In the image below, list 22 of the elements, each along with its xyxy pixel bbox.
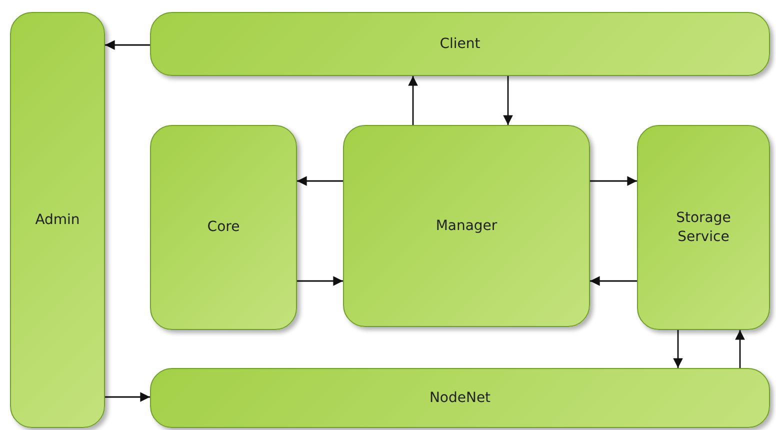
arrow	[503, 76, 513, 125]
arrow	[297, 176, 343, 186]
component-label: NodeNet	[429, 388, 491, 408]
component-box	[10, 12, 105, 428]
arrow	[105, 392, 150, 402]
arrow	[590, 276, 637, 286]
component-label: Storage Service	[675, 208, 732, 246]
component-box	[343, 125, 590, 327]
arrow	[408, 76, 418, 125]
arrow	[735, 330, 745, 368]
component-label: Manager	[436, 216, 498, 236]
arrow	[590, 176, 637, 186]
component-label: Admin	[35, 210, 80, 230]
arrow	[105, 40, 150, 50]
component-box	[637, 125, 770, 330]
arrow	[297, 276, 343, 286]
component-box	[150, 12, 770, 76]
component-label: Core	[207, 218, 240, 237]
component-box	[150, 368, 770, 428]
component-box	[150, 125, 297, 330]
component-label: Client	[440, 34, 480, 54]
arrow	[673, 330, 683, 368]
